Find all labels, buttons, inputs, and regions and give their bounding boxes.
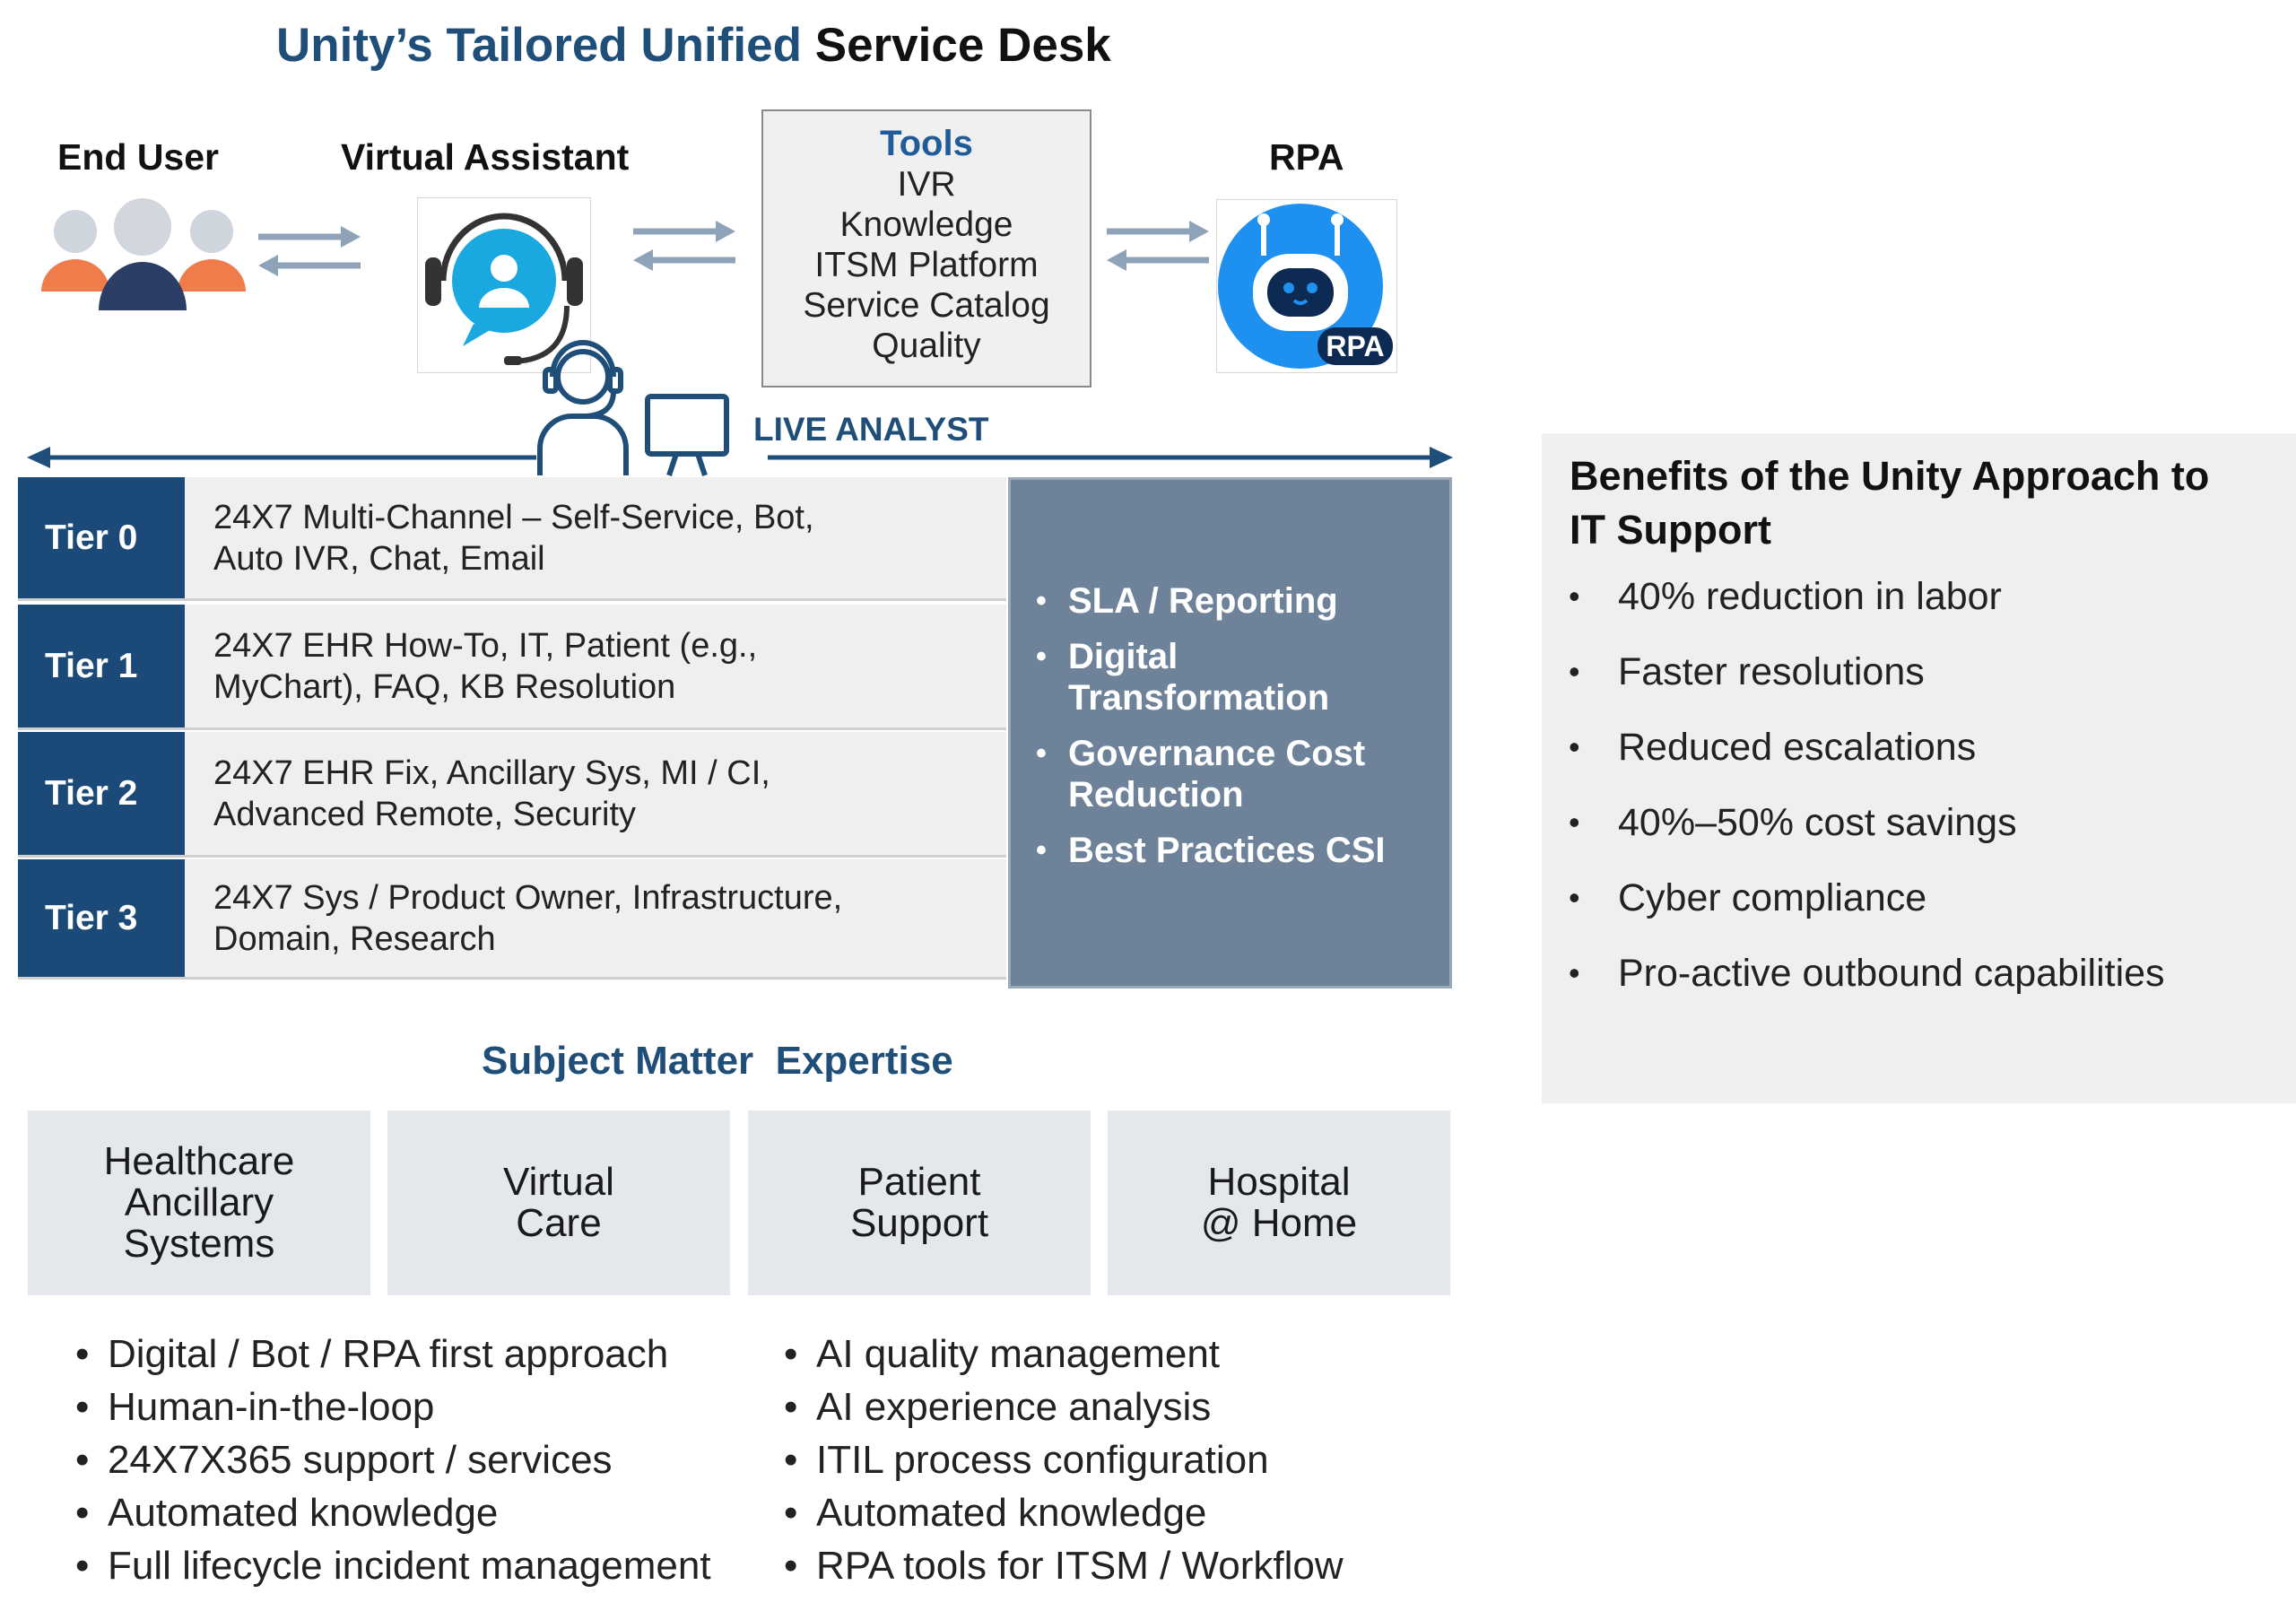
benefit-item: 40% reduction in labor <box>1569 570 2165 645</box>
benefit-item: Reduced escalations <box>1569 720 2165 796</box>
tier-row: Tier 3 24X7 Sys / Product Owner, Infrast… <box>18 859 1006 980</box>
page-title: Unity’s Tailored Unified Service Desk <box>276 19 1111 72</box>
list-item: Digital / Bot / RPA first approach <box>75 1328 711 1380</box>
sla-item: SLA / Reporting <box>1036 580 1448 622</box>
tier-row: Tier 0 24X7 Multi-Channel – Self-Service… <box>18 477 1006 601</box>
tier-row: Tier 1 24X7 EHR How-To, IT, Patient (e.g… <box>18 605 1006 730</box>
virtual-assistant-label: Virtual Assistant <box>341 136 630 178</box>
tier-label: Tier 2 <box>18 732 185 855</box>
bidirectional-arrow-icon <box>1103 219 1213 274</box>
list-item: 24X7X365 support / services <box>75 1433 711 1486</box>
list-item: AI quality management <box>784 1328 1344 1380</box>
benefits-list: 40% reduction in labor Faster resolution… <box>1569 570 2165 1022</box>
rpa-robot-icon: RPA <box>1216 199 1397 373</box>
tools-item: IVR <box>897 165 956 204</box>
end-user-icon <box>41 197 248 314</box>
benefit-item: Faster resolutions <box>1569 645 2165 720</box>
list-item: AI experience analysis <box>784 1380 1344 1433</box>
bidirectional-arrow-icon <box>630 219 739 274</box>
tools-item: ITSM Platform <box>814 246 1039 284</box>
sme-bullets-right: AI quality management AI experience anal… <box>784 1328 1344 1592</box>
rpa-label: RPA <box>1269 136 1344 178</box>
tier-label: Tier 1 <box>18 605 185 727</box>
tools-item: Quality <box>872 327 981 365</box>
tools-title: Tools <box>880 124 973 163</box>
tier-row: Tier 2 24X7 EHR Fix, Ancillary Sys, MI /… <box>18 732 1006 858</box>
benefit-item: Cyber compliance <box>1569 871 2165 946</box>
virtual-assistant-icon <box>417 197 591 373</box>
list-item: Full lifecycle incident management <box>75 1539 711 1592</box>
tools-item: Service Catalog <box>803 286 1050 325</box>
tier-description: 24X7 EHR Fix, Ancillary Sys, MI / CI,Adv… <box>213 753 770 833</box>
rpa-badge: RPA <box>1326 330 1385 362</box>
benefit-item: Pro-active outbound capabilities <box>1569 946 2165 1022</box>
list-item: Human-in-the-loop <box>75 1380 711 1433</box>
tier-description: 24X7 EHR How-To, IT, Patient (e.g.,MyCha… <box>213 626 758 706</box>
sme-bullets-left: Digital / Bot / RPA first approach Human… <box>75 1328 711 1592</box>
benefits-title: Benefits of the Unity Approach to IT Sup… <box>1570 453 2210 553</box>
live-analyst-label: LIVE ANALYST <box>753 411 989 448</box>
benefit-item: 40%–50% cost savings <box>1569 796 2165 871</box>
tier-label: Tier 3 <box>18 859 185 977</box>
list-item: RPA tools for ITSM / Workflow <box>784 1539 1344 1592</box>
timeline-arrow <box>27 441 1453 474</box>
list-item: Automated knowledge <box>75 1486 711 1539</box>
tier-description: 24X7 Multi-Channel – Self-Service, Bot,A… <box>213 498 814 578</box>
tools-item: Knowledge <box>839 205 1013 244</box>
sme-card: Hospital@ Home <box>1108 1110 1450 1295</box>
sme-title: Subject Matter Expertise <box>482 1039 953 1083</box>
end-user-label: End User <box>57 136 219 178</box>
live-analyst-icon <box>529 334 744 477</box>
tier-label: Tier 0 <box>18 477 185 598</box>
list-item: ITIL process configuration <box>784 1433 1344 1486</box>
benefits-panel: Benefits of the Unity Approach to IT Sup… <box>1542 433 2296 1103</box>
sla-item: Best Practices CSI <box>1036 830 1448 871</box>
tools-box: Tools IVR Knowledge ITSM Platform Servic… <box>761 109 1091 388</box>
bidirectional-arrow-icon <box>255 224 364 280</box>
list-item: Automated knowledge <box>784 1486 1344 1539</box>
tier-description: 24X7 Sys / Product Owner, Infrastructure… <box>213 878 843 958</box>
